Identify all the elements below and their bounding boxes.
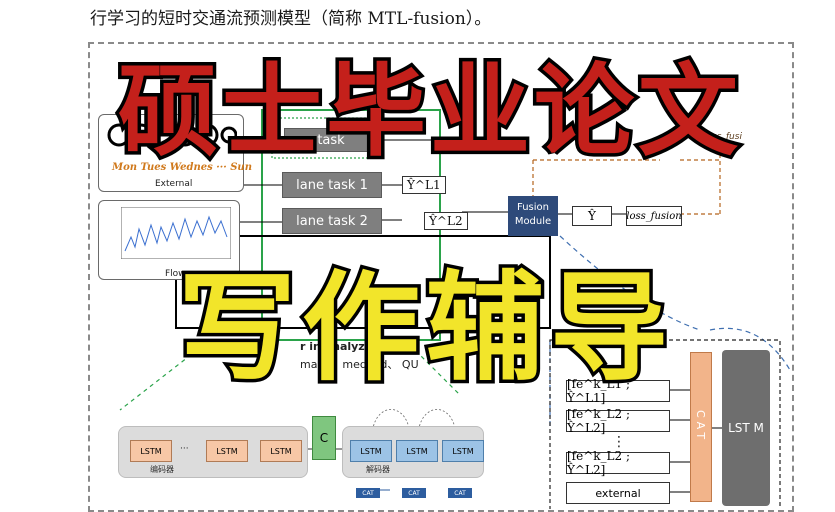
lstm-block: LST M bbox=[722, 350, 770, 506]
overlay-title-line2: 写作辅导 bbox=[174, 256, 675, 401]
task-box-0: task bbox=[284, 128, 378, 152]
flow-chart-icon bbox=[121, 207, 231, 259]
encoder-lstm-3: LSTM bbox=[260, 440, 302, 462]
calendar-icon bbox=[107, 123, 237, 147]
external-days: Mon Tues Wednes ··· Sun bbox=[112, 162, 252, 173]
cat-mini-2: CAT bbox=[402, 488, 426, 498]
external-box: external bbox=[566, 482, 670, 504]
yhat-l1: Ŷ^L1 bbox=[402, 176, 446, 194]
intro-sentence: 行学习的短时交通流预测模型（简称 MTL-fusion）。 bbox=[90, 9, 492, 29]
stats-text: ma g、 med std、 QU bbox=[300, 358, 419, 371]
lane-task-1: lane task 1 bbox=[282, 172, 382, 198]
encoder-dots: ··· bbox=[180, 444, 189, 454]
overlay-title-line1: 硕士毕业论文 bbox=[115, 50, 742, 174]
decoder-lstm-3: LSTM bbox=[442, 440, 484, 462]
yhat-output: Ŷ bbox=[572, 206, 612, 226]
external-label: External bbox=[155, 179, 193, 189]
loss-fusion: loss_fusion bbox=[626, 206, 682, 226]
decoder-label: 解码器 bbox=[366, 465, 390, 474]
yhat-l2: Ŷ^L2 bbox=[424, 212, 468, 230]
encoder-lstm-2: LSTM bbox=[206, 440, 248, 462]
encoder-label: 编码器 bbox=[150, 465, 174, 474]
cat-mini-1: CAT bbox=[356, 488, 380, 498]
ft-row-1: [fe^k_L2 ; Ŷ^L2] bbox=[566, 407, 670, 435]
external-panel: External bbox=[98, 114, 244, 192]
fusion-module: Fusion Module bbox=[508, 196, 558, 236]
encoder-lstm-1: LSTM bbox=[130, 440, 172, 462]
flow-label: Flow bbox=[165, 269, 186, 279]
lane-task-2: lane task 2 bbox=[282, 208, 382, 234]
analyze-text: r in analyze bbox=[300, 340, 373, 353]
ft-row-dots: ⋮ bbox=[612, 434, 626, 450]
flow-panel: Flow bbox=[98, 200, 240, 280]
ft-row-2: [fe^k_L2 ; Ŷ^L2] bbox=[566, 449, 670, 477]
decoder-lstm-1: LSTM bbox=[350, 440, 392, 462]
context-vector: C bbox=[312, 416, 336, 460]
ft-row-0: [fe^k_L1 ; Ŷ^L1] bbox=[566, 377, 670, 405]
decoder-lstm-2: LSTM bbox=[396, 440, 438, 462]
cat-mini-3: CAT bbox=[448, 488, 472, 498]
cat-block: CAT bbox=[690, 352, 712, 502]
loss-top: loss_fusi bbox=[704, 132, 742, 142]
